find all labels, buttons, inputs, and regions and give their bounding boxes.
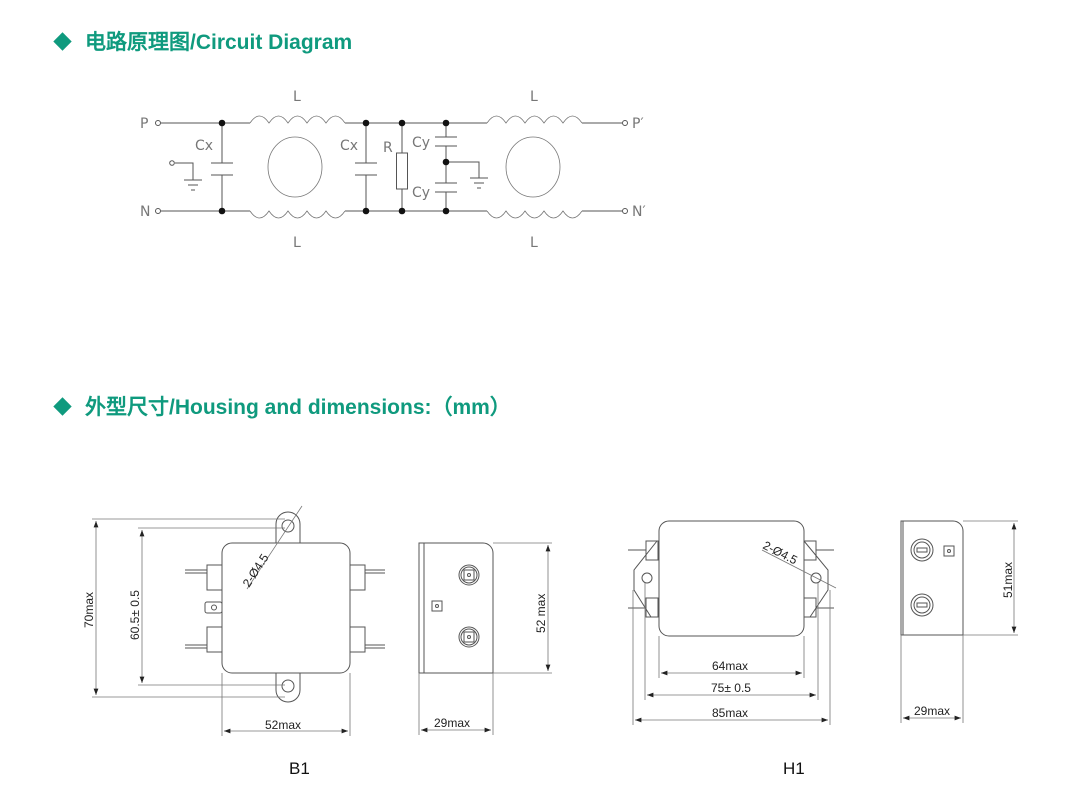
cx-label: Cx <box>340 138 358 154</box>
inductor-bottom-right <box>486 210 583 219</box>
hole-leader <box>761 549 837 589</box>
inductor-label: L <box>530 89 538 105</box>
b1-side-height-label: 52 max <box>534 594 548 633</box>
cy-label: Cy <box>412 135 430 151</box>
mounting-hole <box>281 679 295 693</box>
capacitor-cx-left <box>211 123 233 211</box>
r-label: R <box>383 140 393 156</box>
terminal <box>349 564 366 591</box>
h1-side-body <box>900 520 964 636</box>
terminal-p-label: P <box>140 116 148 132</box>
terminal-p <box>155 120 161 126</box>
b1-side-depth-label: 29max <box>434 716 470 730</box>
hole-leader <box>246 505 303 590</box>
ground-tab <box>204 601 223 614</box>
terminal <box>803 597 817 618</box>
core-left <box>267 136 323 198</box>
terminal-n <box>155 208 161 214</box>
inductor-label: L <box>293 89 301 105</box>
mounting-hole <box>641 572 653 584</box>
mounting-hole <box>810 572 822 584</box>
cx-label: Cx <box>195 138 213 154</box>
h1-pitch-label: 75± 0.5 <box>711 681 751 695</box>
ground-icon <box>175 162 202 191</box>
terminal <box>206 564 223 591</box>
wires <box>161 122 622 212</box>
inductor-label: L <box>293 235 301 251</box>
housing-heading: 外型尺寸/Housing and dimensions:（mm） <box>52 391 511 421</box>
extension-lines <box>632 583 831 725</box>
resistor-r <box>396 152 408 190</box>
junction-dots <box>218 119 450 215</box>
b1-height-label: 70max <box>82 592 96 628</box>
b1-side-view: 52 max 29max <box>418 542 552 735</box>
h1-side-view: 51max 29max <box>900 520 1018 723</box>
circuit-diagram: P N P′ N′ L L L L Cx Cx R Cy <box>140 89 646 251</box>
terminal-p-out <box>622 120 628 126</box>
inductor-top-right <box>486 115 583 124</box>
b1-width-label: 52max <box>265 718 301 732</box>
h1-front-view: 2-Ø4.5 64max 75± 0.5 85max <box>628 520 837 725</box>
extension-lines <box>418 542 552 735</box>
circuit-diagram-heading: 电路原理图/Circuit Diagram <box>52 26 352 56</box>
b1-label: B1 <box>289 759 310 778</box>
circuit-diagram-title: 电路原理图/Circuit Diagram <box>85 31 353 54</box>
terminal-pins <box>185 569 385 649</box>
cy-label: Cy <box>412 185 430 201</box>
ground-tab-hole <box>211 604 217 611</box>
b1-hole-label: 2-Ø4.5 <box>240 551 272 590</box>
terminal-pins <box>628 549 834 609</box>
capacitors-cy <box>435 123 488 211</box>
ground-stud <box>431 600 443 612</box>
b1-pitch-label: 60.5± 0.5 <box>128 590 142 640</box>
h1-side-depth-label: 29max <box>914 704 950 718</box>
inductor-bottom-left <box>249 210 346 219</box>
core-right <box>505 136 561 198</box>
mounting-tabs <box>275 511 301 703</box>
extension-lines <box>900 520 1018 723</box>
terminal-n-out <box>622 208 628 214</box>
housing-title: 外型尺寸/Housing and dimensions:（mm） <box>85 396 511 419</box>
mounting-hole <box>281 519 295 533</box>
h1-body-width-label: 64max <box>712 659 748 673</box>
h1-side-height-label: 51max <box>1001 562 1015 598</box>
h1-label: H1 <box>783 759 805 778</box>
terminal-n-label: N <box>140 204 150 220</box>
terminal <box>645 597 659 618</box>
terminal-n-out-label: N′ <box>632 204 646 220</box>
capacitor-cx-right <box>355 123 377 211</box>
inductor-label: L <box>530 235 538 251</box>
terminal <box>349 626 366 653</box>
b1-body <box>221 542 351 674</box>
ground-terminal <box>169 160 175 166</box>
flanges <box>633 540 829 618</box>
h1-body <box>658 520 805 637</box>
h1-hole-label: 2-Ø4.5 <box>761 538 800 567</box>
ground-stud <box>943 545 955 557</box>
extension-lines <box>92 518 351 736</box>
terminal <box>206 626 223 653</box>
b1-front-view: 70max 60.5± 0.5 2-Ø4.5 52max <box>82 505 385 736</box>
h1-overall-width-label: 85max <box>712 706 748 720</box>
b1-side-body <box>418 542 494 674</box>
terminal <box>645 540 659 561</box>
terminal-p-out-label: P′ <box>632 116 644 132</box>
inductor-top-left <box>249 115 346 124</box>
